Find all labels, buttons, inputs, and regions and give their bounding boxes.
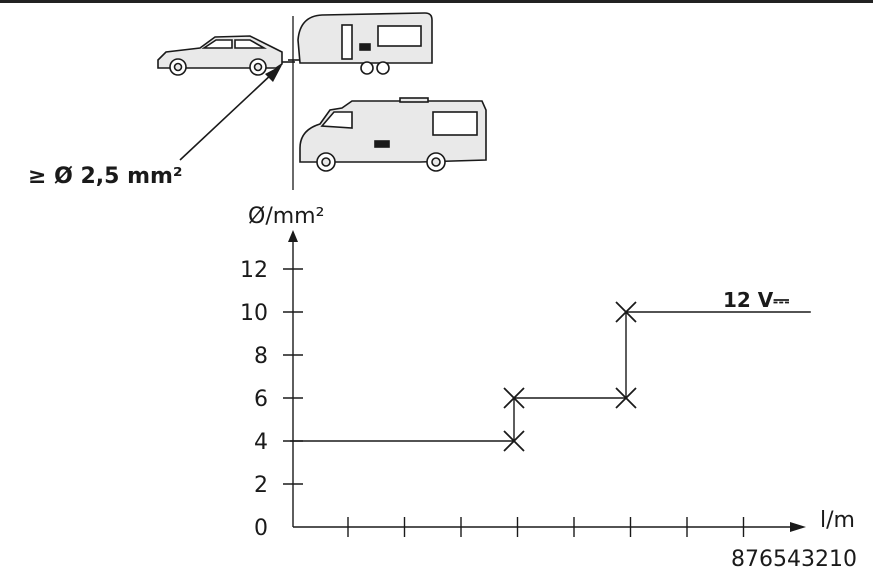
- data-point-marker: [503, 387, 525, 409]
- series-label-12v: 12 V⎓: [723, 288, 789, 312]
- series-group: [290, 311, 811, 442]
- car-icon: [157, 35, 295, 76]
- connector-arrow: [179, 71, 275, 161]
- y-tick-label: 6: [254, 387, 268, 412]
- series-line-12v: [290, 311, 811, 442]
- y-axis-arrow: [288, 230, 298, 242]
- motorhome-icon: [299, 97, 487, 172]
- cable-cross-section-note: ≥ Ø 2,5 mm²: [28, 164, 183, 189]
- caravan-icon: [288, 12, 433, 75]
- arrow-head: [265, 65, 282, 82]
- y-tick-label: 4: [254, 430, 268, 455]
- data-point-marker: [615, 387, 637, 409]
- data-point-marker: [615, 301, 637, 323]
- x-axis-arrow: [790, 522, 806, 532]
- y-axis-label: Ø/mm²: [248, 204, 324, 229]
- top-border-line: [0, 0, 873, 3]
- x-axis-tick-labels: 876543210: [731, 547, 857, 572]
- markers-group: [503, 301, 637, 452]
- y-tick-label: 12: [240, 258, 268, 283]
- y-axis-ticks: 0 2 4 6 8 10 12: [240, 258, 303, 541]
- y-tick-label: 0: [254, 516, 268, 541]
- y-tick-label: 10: [240, 301, 268, 326]
- x-axis-label: l/m: [820, 508, 855, 533]
- vehicles-illustration: [157, 12, 487, 190]
- y-tick-label: 8: [254, 344, 268, 369]
- data-point-marker: [503, 430, 525, 452]
- chart-axes: [288, 230, 806, 532]
- y-tick-label: 2: [254, 473, 268, 498]
- x-axis-ticks: [347, 517, 745, 537]
